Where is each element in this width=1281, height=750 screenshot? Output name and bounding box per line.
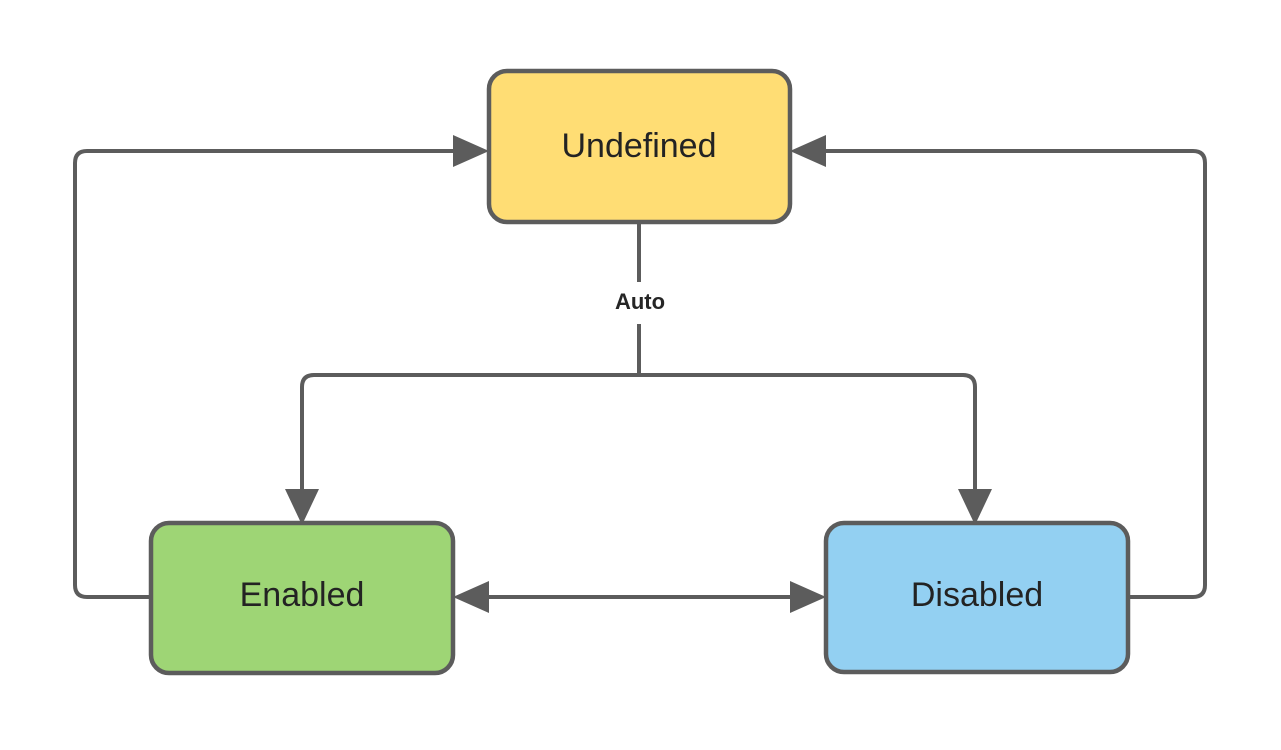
edge-disabled-to-undefined-line <box>824 149 1207 599</box>
edge-enabled-to-undefined-line <box>73 149 455 599</box>
edge-disabled-to-undefined-arrowhead <box>790 135 826 167</box>
edge-undefined-auto-fork[interactable]: Auto <box>285 222 992 525</box>
node-enabled-label: Enabled <box>240 576 365 614</box>
node-enabled-shape <box>148 520 456 676</box>
edge-auto-branch-right <box>639 373 977 492</box>
edge-enabled-disabled-arrowhead-right <box>790 581 826 613</box>
edge-enabled-to-undefined[interactable] <box>73 135 489 599</box>
node-undefined-shape <box>486 68 793 225</box>
node-disabled-label: Disabled <box>911 576 1043 614</box>
edge-enabled-disabled-arrowhead-left <box>453 581 489 613</box>
edge-auto-arrowhead-enabled <box>285 489 319 525</box>
edge-auto-branch-left <box>300 373 639 492</box>
node-enabled[interactable]: Enabled <box>148 520 456 676</box>
edge-auto-label: Auto <box>615 289 665 314</box>
edge-enabled-to-undefined-arrowhead <box>453 135 489 167</box>
edge-auto-arrowhead-disabled <box>958 489 992 525</box>
edge-enabled-disabled-bidirectional[interactable] <box>453 581 826 613</box>
node-disabled[interactable]: Disabled <box>823 520 1131 675</box>
node-undefined-label: Undefined <box>561 127 716 165</box>
edge-disabled-to-undefined[interactable] <box>790 135 1207 599</box>
edge-auto-label-backing <box>592 282 688 324</box>
node-disabled-shape <box>823 520 1131 675</box>
node-undefined[interactable]: Undefined <box>486 68 793 225</box>
